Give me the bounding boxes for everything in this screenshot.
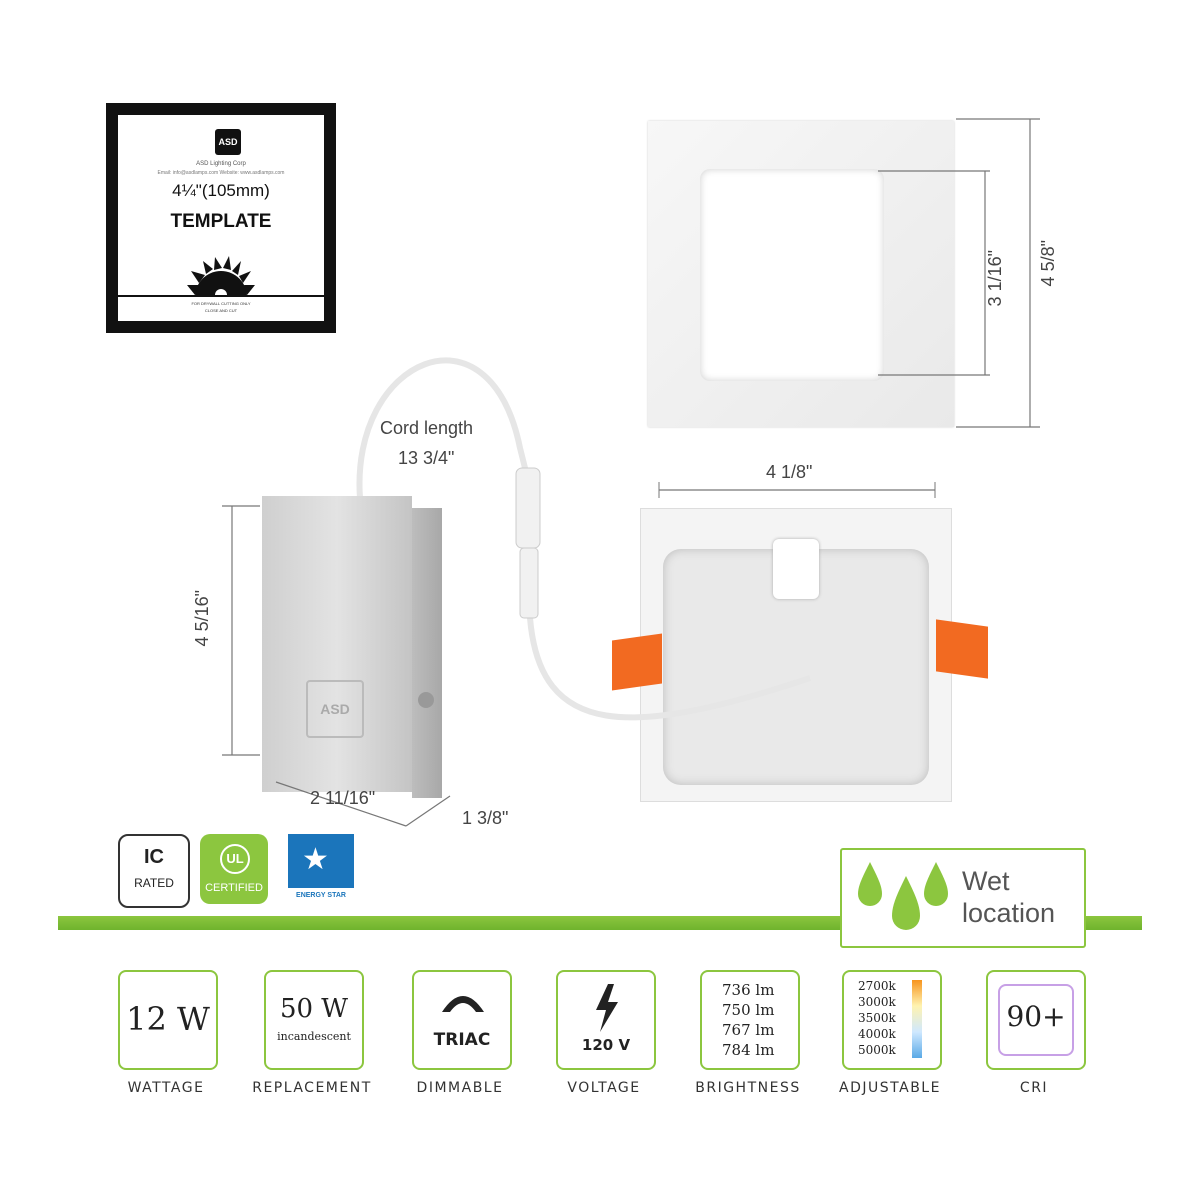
template-fine-print-2: CLOSE AND CUT	[204, 308, 238, 313]
brightness-value: 784 lm	[722, 1041, 775, 1059]
saw-blade-icon	[187, 256, 255, 295]
lightning-bolt-icon	[596, 984, 618, 1032]
cri-label: CRI	[1019, 1080, 1049, 1096]
junction-box: ASD	[262, 496, 442, 798]
voltage-value: 120 V	[581, 1036, 631, 1054]
right-spring-clip	[936, 619, 988, 679]
cct-value: 3500k	[858, 1011, 896, 1025]
spec-wattage: 12 W	[118, 970, 218, 1070]
brightness-value: 736 lm	[722, 981, 775, 999]
wet-location-badge: Wet location	[840, 848, 1086, 948]
template-card-inner: ASD ASD Lighting Corp Email: info@asdlam…	[118, 115, 324, 321]
box-front	[262, 496, 412, 792]
energy-star-icon: ★	[302, 843, 329, 876]
panel-back	[640, 508, 952, 802]
brightness-value: 750 lm	[722, 1001, 775, 1019]
cord-length-value: 13 3/4"	[398, 448, 455, 468]
box-height-dimension: 4 5/16"	[192, 590, 212, 647]
ul-badge-text: CERTIFIED	[205, 882, 263, 894]
brightness-value: 767 lm	[722, 1021, 775, 1039]
cri-rainbow-frame-icon	[998, 984, 1074, 1056]
adjustable-label: ADJUSTABLE	[839, 1080, 941, 1096]
asd-logo-icon: ASD	[215, 129, 241, 155]
color-temperature-gradient-icon	[912, 980, 922, 1058]
box-side	[412, 508, 442, 798]
energy-star-text: ENERGY STAR	[288, 888, 354, 904]
dimmer-arc-icon	[442, 996, 484, 1012]
wattage-value: 12 W	[126, 1000, 210, 1038]
template-company: ASD Lighting Corp	[196, 161, 246, 167]
spec-adjustable: 2700k 3000k 3500k 4000k 5000k	[842, 970, 942, 1070]
cable-clamp	[773, 539, 819, 599]
location-label: location	[962, 898, 1056, 928]
ul-certified-badge: UL CERTIFIED	[200, 834, 268, 904]
back-width-dimension: 4 1/8"	[766, 462, 813, 482]
back-width-line	[658, 482, 936, 498]
wet-label: Wet	[962, 866, 1010, 896]
box-width-dimension: 2 11/16"	[310, 788, 376, 808]
cct-value: 5000k	[858, 1043, 896, 1057]
spec-brightness: 736 lm 750 lm 767 lm 784 lm	[700, 970, 800, 1070]
triac-value: TRIAC	[433, 1030, 491, 1050]
replacement-sub: incandescent	[277, 1030, 351, 1043]
panel-dimension-lines	[878, 118, 1040, 428]
voltage-label: VOLTAGE	[567, 1080, 641, 1096]
template-cut-line	[118, 295, 324, 297]
template-size: 4¼"(105mm)	[172, 181, 270, 200]
cutout-template-card: ASD ASD Lighting Corp Email: info@asdlam…	[106, 103, 336, 333]
cct-value: 4000k	[858, 1027, 896, 1041]
brightness-label: BRIGHTNESS	[695, 1080, 801, 1096]
panel-inner-dimension: 3 1/16"	[985, 250, 1005, 307]
template-title: TEMPLATE	[170, 211, 272, 232]
template-fine-print: FOR DRYWALL CUTTING ONLY	[191, 301, 251, 306]
replacement-label: REPLACEMENT	[252, 1080, 372, 1096]
spec-dimmable: TRIAC	[412, 970, 512, 1070]
brightness-values: 736 lm 750 lm 767 lm 784 lm	[722, 980, 774, 1060]
knockout-hole-icon	[418, 692, 434, 708]
wattage-label: WATTAGE	[127, 1080, 205, 1096]
panel-front	[648, 121, 954, 427]
ul-logo-icon: UL	[220, 844, 250, 874]
energy-star-badge: ★ ENERGY STAR	[288, 834, 354, 904]
ic-rated-badge: IC RATED	[118, 834, 190, 908]
panel-lens	[700, 169, 884, 381]
spec-voltage: 120 V	[556, 970, 656, 1070]
template-contact: Email: info@asdlamps.com Website: www.as…	[157, 170, 285, 176]
cord-length-label: Cord length	[380, 418, 474, 438]
box-logo-icon: ASD	[306, 680, 364, 738]
replacement-value: 50 W	[279, 994, 349, 1024]
ic-badge-top: IC	[144, 846, 164, 868]
box-depth-dimension: 1 3/8"	[462, 808, 509, 828]
cri-value: 90+	[1006, 1000, 1066, 1033]
spec-cri: 90+	[986, 970, 1086, 1070]
cct-values: 2700k 3000k 3500k 4000k 5000k	[858, 978, 896, 1058]
panel-outer-dimension: 4 5/8"	[1038, 240, 1058, 287]
cct-value: 2700k	[858, 979, 896, 993]
cct-value: 3000k	[858, 995, 896, 1009]
dimmable-label: DIMMABLE	[416, 1080, 504, 1096]
ic-badge-bottom: RATED	[134, 876, 174, 890]
water-drops-icon	[858, 862, 948, 930]
spec-replacement: 50 W incandescent	[264, 970, 364, 1070]
power-cord	[356, 357, 811, 721]
box-dimension-lines	[222, 505, 451, 827]
